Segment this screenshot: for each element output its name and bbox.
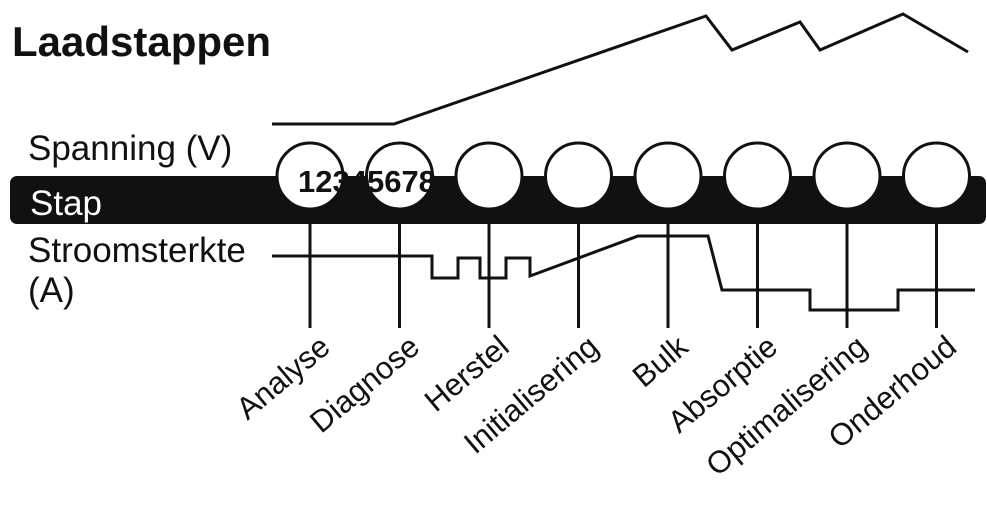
stage-circle bbox=[902, 141, 971, 211]
stage-ticks bbox=[308, 210, 938, 328]
stage-circle bbox=[812, 141, 882, 211]
step-numbers: 12345678 bbox=[298, 164, 436, 199]
current-unit-label: (A) bbox=[28, 271, 75, 310]
stage-circle bbox=[544, 141, 613, 211]
step-label: Stap bbox=[30, 184, 102, 223]
current-label: Stroomsterkte bbox=[28, 231, 246, 270]
stage-circle bbox=[454, 141, 524, 211]
stage-circle bbox=[275, 141, 345, 211]
stage-circle bbox=[633, 141, 703, 211]
stage-circles bbox=[275, 141, 971, 211]
current-curve bbox=[272, 234, 975, 312]
stage-circle bbox=[723, 141, 792, 211]
voltage-curve bbox=[272, 12, 969, 126]
voltage-label: Spanning (V) bbox=[28, 129, 232, 168]
stage-label: Bulk bbox=[626, 328, 695, 394]
diagram-title: Laadstappen bbox=[12, 18, 271, 65]
stage-circle bbox=[365, 141, 434, 211]
